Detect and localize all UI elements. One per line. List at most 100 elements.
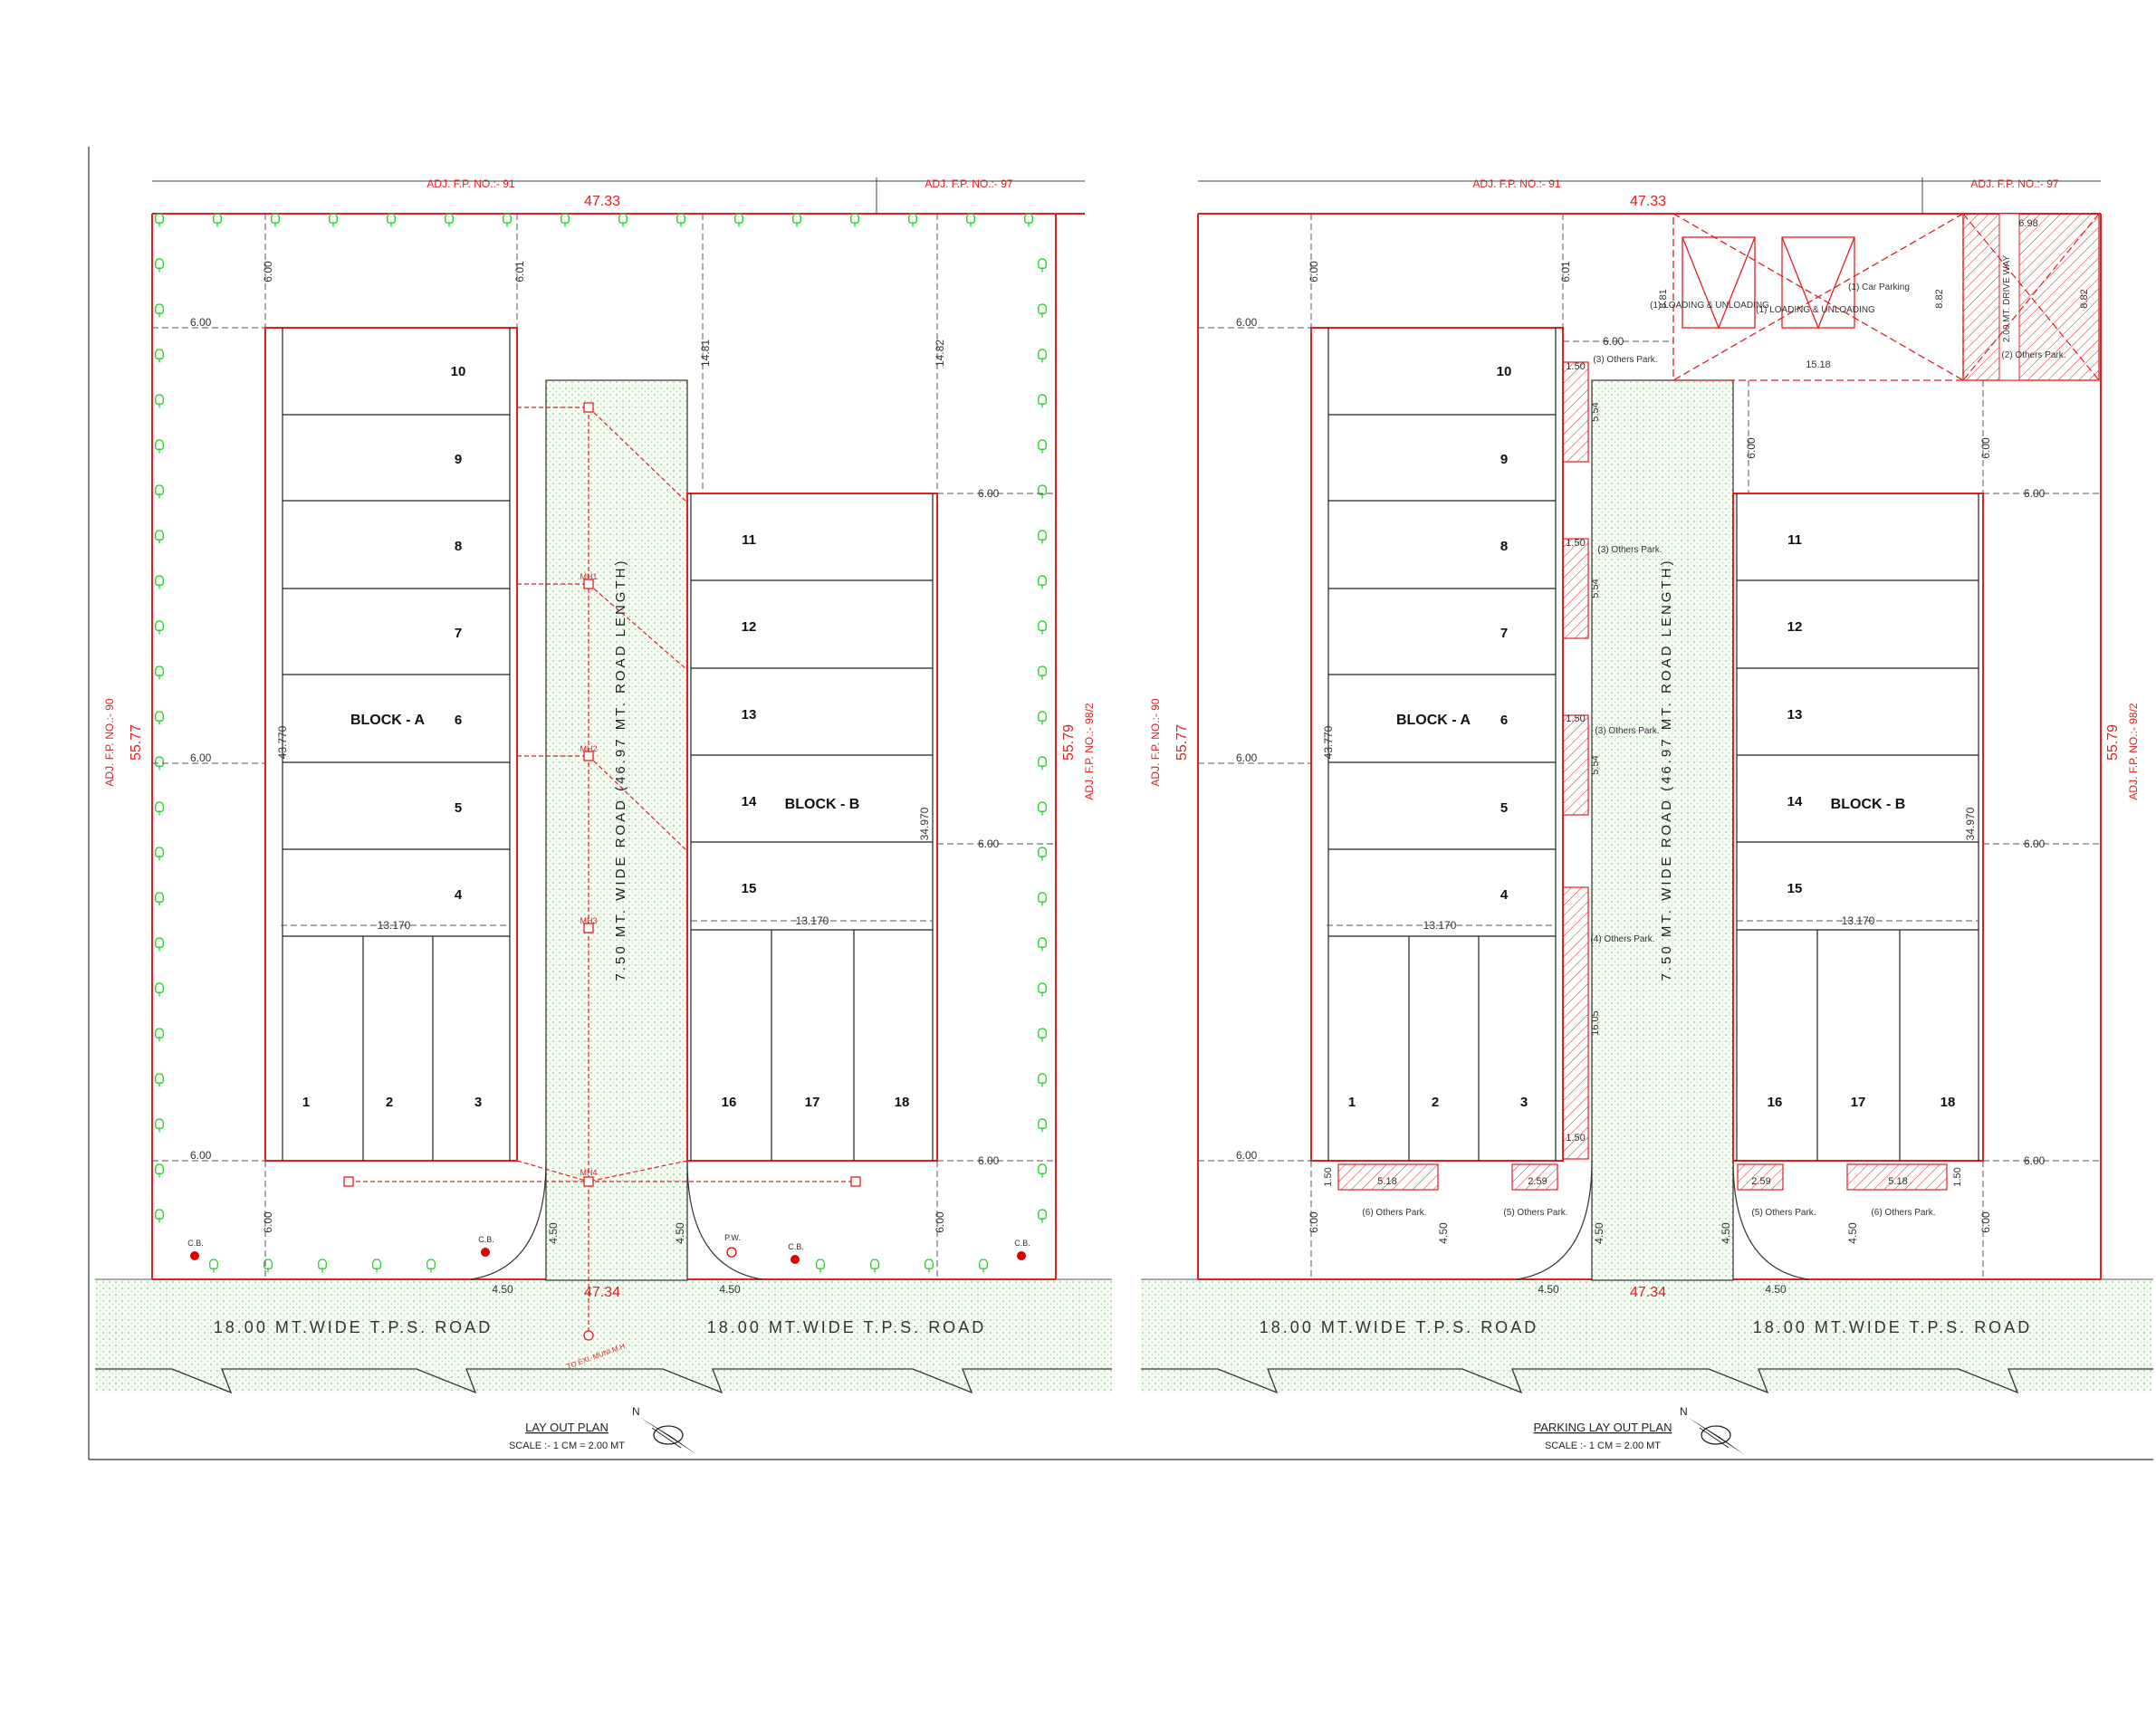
dim-left: 55.77: [129, 724, 144, 761]
manhole-marker: [583, 751, 594, 761]
manhole-marker: [583, 923, 594, 933]
adj-plot-west: ADJ. F.P. NO.:- 90: [1149, 698, 1162, 786]
dim-parking: 8.82: [2079, 289, 2090, 308]
internal-road: [1591, 379, 1734, 1281]
tree-icon: [870, 1259, 879, 1273]
block-b-label: BLOCK - B: [1831, 797, 1906, 812]
dim-margin: 6.00: [190, 1149, 212, 1162]
dim-radius: 4.50: [492, 1283, 513, 1296]
dim-margin: 6.00: [190, 751, 212, 764]
dim-parking: 5.54: [1590, 402, 1601, 421]
tree-icon: [1038, 665, 1047, 680]
margin-lines: [1198, 214, 2101, 1279]
tree-icon: [618, 213, 628, 227]
dim-margin: 6.00: [262, 1211, 274, 1233]
north-arrow-icon: N: [1680, 1405, 1745, 1455]
dim-parking: 6.98: [2018, 218, 2037, 229]
dim-parking: 1.50: [1566, 538, 1585, 549]
dim-parking: 2.59: [1751, 1176, 1770, 1187]
dim-radius: 4.50: [1538, 1283, 1559, 1296]
tree-icon: [445, 213, 454, 227]
internal-road-label: 7.50 MT. WIDE ROAD (46.97 MT. ROAD LENGT…: [613, 559, 628, 981]
tree-icon: [979, 1259, 988, 1273]
tree-icon: [213, 213, 222, 227]
block-a-outline: [264, 327, 518, 1162]
tps-road-fill: [95, 1279, 1112, 1393]
block-b-outline: [686, 493, 938, 1162]
others-park-label: (5) Others Park.: [1503, 1208, 1567, 1218]
dim-left: 55.77: [1174, 724, 1190, 761]
tree-icon: [155, 439, 164, 454]
adj-plot-north-right: ADJ. F.P. NO.:- 97: [1970, 177, 2058, 190]
dim-gap: 14.81: [699, 340, 712, 367]
dim-margin: 6.00: [1236, 751, 1258, 764]
dim-parking: 1.50: [1566, 361, 1585, 372]
tree-icon: [1038, 484, 1047, 499]
block-a-outline: [1310, 327, 1564, 1162]
unit-number: 5: [455, 800, 462, 816]
unit-number: 14: [1787, 794, 1803, 809]
tree-icon: [925, 1259, 934, 1273]
municipal-manhole: [583, 1330, 594, 1341]
unit-number: 1: [1348, 1095, 1356, 1110]
others-park-label: (2) Others Park.: [2001, 350, 2065, 360]
dim-margin: 6.00: [978, 838, 1000, 850]
others-park-label: (6) Others Park.: [1871, 1208, 1935, 1218]
tree-icon: [155, 575, 164, 589]
tree-icon: [1038, 1073, 1047, 1087]
tree-icon: [155, 711, 164, 725]
manhole-label: MH3: [580, 916, 597, 925]
adj-plot-north-left: ADJ. F.P. NO.:- 91: [426, 177, 514, 190]
tree-icon: [155, 258, 164, 273]
others-park-label: (5) Others Park.: [1751, 1208, 1816, 1218]
dim-width: 13.170: [1842, 914, 1875, 927]
dim-margin-2: 6.01: [1559, 261, 1572, 282]
dim-right: 55.79: [2105, 724, 2121, 761]
plan-title: LAY OUT PLAN: [525, 1421, 608, 1434]
layout-plan: MH1 MH2 MH3 MH4 TO EXI. MUNI.M.H. C.B. C…: [95, 177, 1112, 1455]
dim-radius: 4.50: [1765, 1283, 1787, 1296]
unit-number: 10: [451, 364, 466, 379]
dim-margin: 6.00: [1236, 316, 1258, 329]
tree-icon: [387, 213, 396, 227]
cb-label: C.B.: [788, 1242, 804, 1251]
plan-title: PARKING LAY OUT PLAN: [1534, 1421, 1672, 1434]
dim-width: 13.170: [378, 919, 411, 932]
tps-road-label: 18.00 MT.WIDE T.P.S. ROAD: [1753, 1318, 2032, 1336]
dim-margin: 6.00: [2024, 487, 2046, 500]
unit-number: 3: [474, 1095, 482, 1110]
others-park-label: (3) Others Park.: [1595, 726, 1659, 736]
dim-margin: 6.00: [1979, 437, 1992, 459]
tree-icon: [966, 213, 975, 227]
dim-radius: 4.50: [1437, 1222, 1450, 1244]
road-break-line: [1141, 1368, 2153, 1394]
dim-margin: 6.00: [190, 316, 212, 329]
tree-icon: [155, 620, 164, 635]
catch-basin-icon: [791, 1255, 800, 1264]
adj-plot-north-left: ADJ. F.P. NO.:- 91: [1472, 177, 1560, 190]
tree-icon: [1024, 213, 1033, 227]
adj-plot-north-right: ADJ. F.P. NO.:- 97: [925, 177, 1012, 190]
dim-margin: 6.00: [1979, 1211, 1992, 1233]
unit-number: 6: [1500, 713, 1508, 728]
internal-road-label: 7.50 MT. WIDE ROAD (46.97 MT. ROAD LENGT…: [1659, 559, 1674, 981]
unit-number: 12: [742, 619, 757, 635]
adj-plot-west: ADJ. F.P. NO.:- 90: [103, 698, 116, 786]
pw-icon: [726, 1247, 737, 1258]
north-arrow-icon: N: [632, 1405, 697, 1455]
dim-width: 13.170: [796, 914, 829, 927]
tree-icon: [1038, 1118, 1047, 1133]
tree-icon: [155, 530, 164, 544]
tree-icon: [155, 801, 164, 816]
tree-icon: [155, 1073, 164, 1087]
dim-radius: 4.50: [1846, 1222, 1859, 1244]
dim-margin-2: 6.01: [513, 261, 526, 282]
tree-icon: [1038, 620, 1047, 635]
unit-number: 6: [455, 713, 462, 728]
margin-lines: [152, 214, 1056, 1279]
tree-icon: [792, 213, 801, 227]
dim-margin: 6.00: [262, 261, 274, 282]
unit-number: 18: [895, 1095, 910, 1110]
unit-number: 4: [455, 887, 463, 903]
